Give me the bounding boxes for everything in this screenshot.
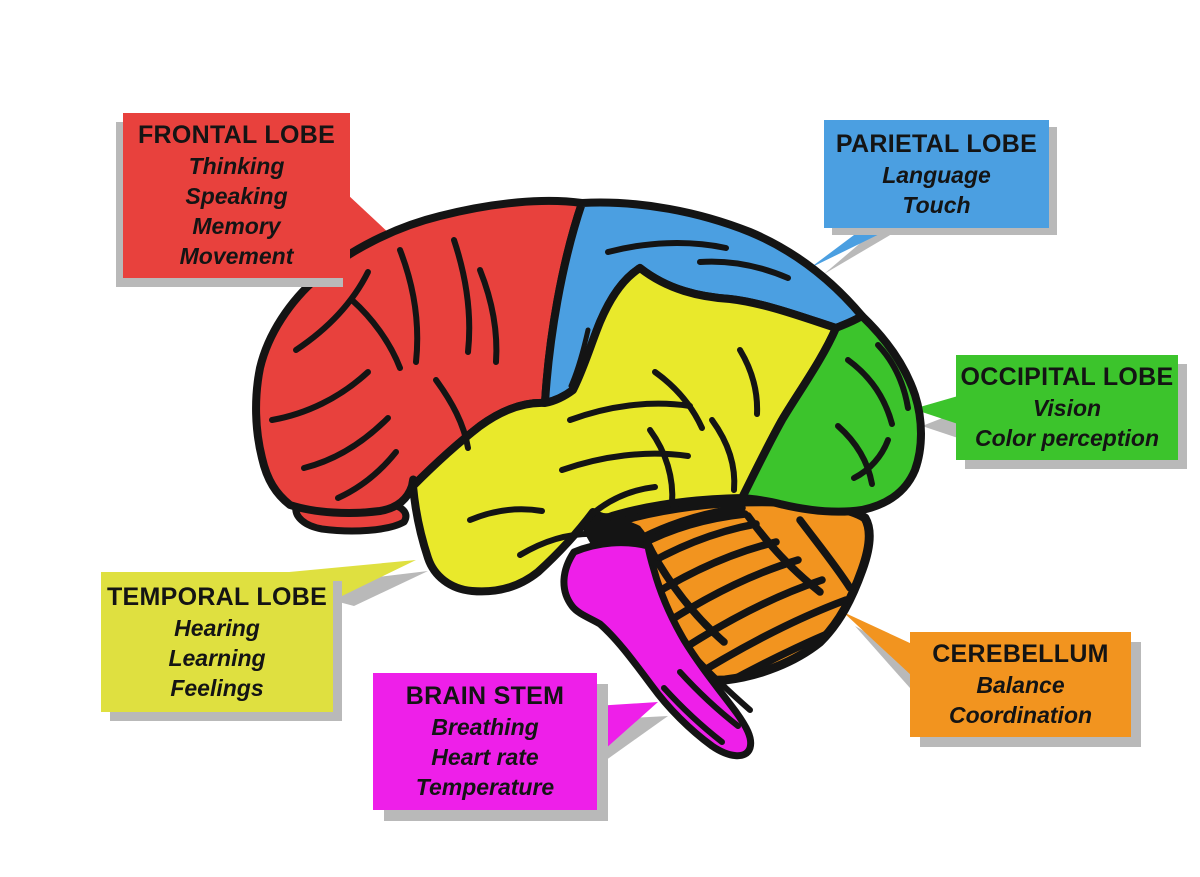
callout-cerebellum: CEREBELLUM Balance Coordination <box>910 632 1131 737</box>
brain-stem-region <box>560 539 755 760</box>
callout-temporal-lobe: TEMPORAL LOBE Hearing Learning Feelings <box>101 572 333 712</box>
temporal-pointer <box>268 560 416 596</box>
cerebellum-pointer <box>843 612 912 676</box>
brainstem-pointer <box>595 702 658 758</box>
occipital-sulci <box>835 342 911 487</box>
callout-function: Thinking <box>188 153 285 179</box>
callout-function: Learning <box>168 644 266 671</box>
callout-title: PARIETAL LOBE <box>835 129 1038 158</box>
frontal-sulci <box>269 237 500 501</box>
occipital-pointer <box>913 396 958 424</box>
callout-function: Temperature <box>415 774 555 800</box>
callout-title: CEREBELLUM <box>932 640 1109 668</box>
brain-stem-ridges <box>661 653 753 745</box>
callout-function: Speaking <box>185 183 288 209</box>
callout-title: BRAIN STEM <box>405 682 565 710</box>
callout-function: Hearing <box>174 614 260 641</box>
parietal-pointer <box>810 226 896 268</box>
callout-function: Balance <box>976 672 1065 698</box>
callout-title: FRONTAL LOBE <box>137 121 336 149</box>
callout-occipital-lobe: OCCIPITAL LOBE Vision Color perception <box>956 355 1178 460</box>
callout-function: Language <box>882 161 991 188</box>
callout-function: Coordination <box>948 702 1093 728</box>
temporal-sulci <box>467 347 761 558</box>
callout-frontal-lobe: FRONTAL LOBE Thinking Speaking Memory Mo… <box>123 113 350 278</box>
cerebellum-pointer-shadow <box>855 626 910 688</box>
parietal-sulci <box>568 240 791 389</box>
callout-function: Touch <box>902 191 971 218</box>
callout-title: OCCIPITAL LOBE <box>960 363 1174 391</box>
callout-function: Feelings <box>170 674 264 701</box>
callout-function: Heart rate <box>431 744 539 770</box>
callout-function: Breathing <box>431 714 539 740</box>
callout-function: Memory <box>192 213 281 239</box>
callout-parietal-lobe: PARIETAL LOBE Language Touch <box>824 120 1049 228</box>
callout-title: TEMPORAL LOBE <box>106 582 328 611</box>
callout-function: Color perception <box>974 425 1159 451</box>
callout-brain-stem: BRAIN STEM Breathing Heart rate Temperat… <box>373 673 597 810</box>
parietal-pointer-shadow <box>824 228 902 274</box>
callout-function: Movement <box>179 243 294 269</box>
callout-function: Vision <box>1032 395 1102 421</box>
